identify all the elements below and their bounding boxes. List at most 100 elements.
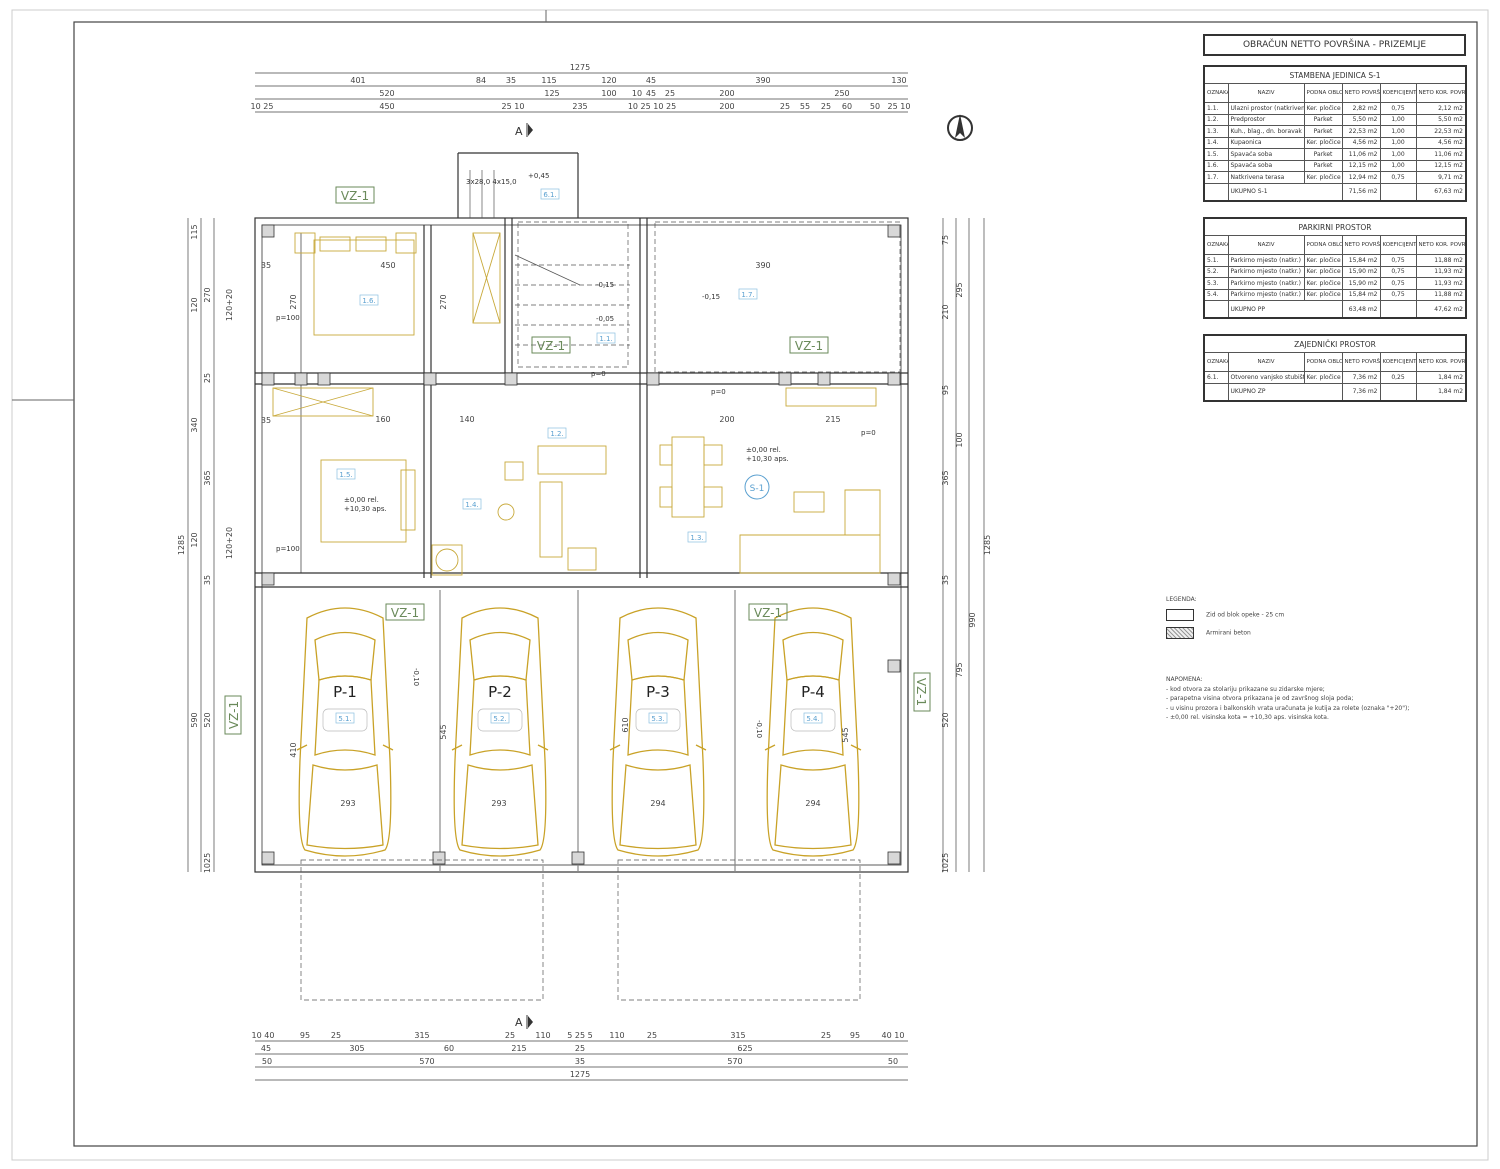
dimension-label: 84 <box>476 76 486 85</box>
table-cell: 11,93 m2 <box>1415 277 1467 290</box>
table-row: 5.4.Parkirno mjesto (natkr.)Ker. pločice… <box>1203 288 1467 301</box>
concrete-column <box>423 372 437 386</box>
table-cell: 0,75 <box>1379 288 1417 301</box>
table-cell: Natkrivena terasa <box>1227 171 1305 184</box>
dimension-label: 140 <box>459 415 474 424</box>
dimension-label: 25 10 <box>888 102 911 111</box>
svg-text:+10,30 aps.: +10,30 aps. <box>344 505 387 513</box>
room-tag-box <box>596 332 616 344</box>
dimension-label: 25 <box>821 102 831 111</box>
svg-text:±0,00 rel.: ±0,00 rel. <box>344 496 379 504</box>
table-main-title: OBRAČUN NETTO POVRŠINA - PRIZEMLJE <box>1203 34 1466 56</box>
table-cell: 15,84 m2 <box>1341 288 1381 301</box>
note-item: - ±0,00 rel. visinska kota = +10,30 aps.… <box>1166 714 1329 721</box>
dimension-label: 295 <box>955 282 964 297</box>
table-caption: STAMBENA JEDINICA S-1 <box>1203 65 1467 84</box>
table-cell: 22,53 m2 <box>1341 125 1381 138</box>
table-cell: 1,00 <box>1379 136 1417 149</box>
dimension-label: 235 <box>572 102 587 111</box>
concrete-column <box>778 372 792 386</box>
dimension-label: 60 <box>842 102 852 111</box>
room-tag-box <box>687 531 707 543</box>
dining-table <box>671 436 705 518</box>
brick-wall-swatch <box>1166 609 1194 621</box>
dimension-label: 120 <box>190 532 199 547</box>
dimension-label: 315 <box>414 1031 429 1040</box>
room-tag-box <box>547 427 567 439</box>
total-kor: 47,62 m2 <box>1415 300 1467 319</box>
parking-label: P-2 <box>488 683 512 701</box>
room-tag-box <box>335 712 355 724</box>
table-cell: 0,75 <box>1379 265 1417 278</box>
svg-text:VZ-1: VZ-1 <box>914 678 928 706</box>
table-cell: Ker. pločice <box>1303 171 1343 184</box>
table-cell: 9,71 m2 <box>1415 171 1467 184</box>
note-item: - kod otvora za stolariju prikazane su z… <box>1166 685 1325 693</box>
table-row: 5.1.Parkirno mjesto (natkr.)Ker. pločice… <box>1203 254 1467 267</box>
kitchen-counter <box>537 445 607 475</box>
table-cell: 5.1. <box>1203 254 1229 267</box>
concrete-column <box>887 659 901 673</box>
wardrobe <box>472 232 501 324</box>
dimension-label: 610 <box>621 717 630 732</box>
note-item: - parapetna visina otvora prikazana je o… <box>1166 695 1354 702</box>
room-tag-box <box>336 468 356 480</box>
table-cell: 15,90 m2 <box>1341 277 1381 290</box>
table-cell: 7,36 m2 <box>1341 371 1381 384</box>
column-header: PODNA OBLOGA <box>1303 83 1343 103</box>
table-cell: 1,00 <box>1379 125 1417 138</box>
walls <box>254 152 909 873</box>
dimension-label: 95 <box>941 385 950 395</box>
table-cell: Spavaća soba <box>1227 159 1305 172</box>
dimension-label: 305 <box>349 1044 364 1053</box>
svg-text:VZ-1: VZ-1 <box>227 701 241 729</box>
dimension-label: 294 <box>805 799 820 808</box>
table-cell: Kupaonica <box>1227 136 1305 149</box>
concrete-column <box>261 851 275 865</box>
table-cell: 0,75 <box>1379 277 1417 290</box>
dimension-label: 35 <box>941 575 950 585</box>
room-tag: 1.4. <box>465 501 478 509</box>
notes: NAPOMENA: - kod otvora za stolariju prik… <box>1166 675 1409 723</box>
concrete-column <box>261 372 275 386</box>
unit-tag: S-1 <box>744 474 770 500</box>
dimension-label: 390 <box>755 261 770 270</box>
table-cell: 1.3. <box>1203 125 1229 138</box>
table-cell: Parket <box>1303 125 1343 138</box>
table-cell: 4,56 m2 <box>1341 136 1381 149</box>
dimension-label: 45 <box>261 1044 271 1053</box>
svg-text:A: A <box>515 1016 523 1029</box>
dimension-label: 10 <box>632 89 642 98</box>
car-2: P-2 <box>451 607 549 857</box>
table-cell: Ker. pločice <box>1303 371 1343 384</box>
svg-text:p=100: p=100 <box>276 314 300 322</box>
svg-text:VZ-1: VZ-1 <box>754 606 782 620</box>
total-neto: 71,56 m2 <box>1341 182 1381 201</box>
column-header: OZNAKA <box>1203 83 1229 103</box>
dimension-label: 990 <box>968 612 977 627</box>
svg-text:VZ-1: VZ-1 <box>537 339 565 353</box>
dimension-label: 200 <box>719 89 734 98</box>
dimension-label: 365 <box>203 470 212 485</box>
concrete-columns <box>261 224 901 865</box>
dimension-label: 160 <box>375 415 390 424</box>
column-header: NETO KOR. POVRŠINA <box>1415 83 1467 103</box>
total-label: UKUPNO ZP <box>1227 382 1343 401</box>
dimension-label: 450 <box>380 261 395 270</box>
table-row: 5.3.Parkirno mjesto (natkr.)Ker. pločice… <box>1203 277 1467 290</box>
total-neto: 7,36 m2 <box>1341 382 1381 401</box>
table-cell: 15,84 m2 <box>1341 254 1381 267</box>
dimension-label: 35 <box>261 261 271 270</box>
section-mark-top: A <box>515 123 533 138</box>
dimension-label: 215 <box>511 1044 526 1053</box>
dimension-label: 120 <box>601 76 616 85</box>
concrete-column <box>432 851 446 865</box>
room-tag: 5.3. <box>651 715 664 723</box>
svg-text:p=0: p=0 <box>861 429 876 437</box>
column-header: KOEFICIJENT <box>1379 235 1417 255</box>
